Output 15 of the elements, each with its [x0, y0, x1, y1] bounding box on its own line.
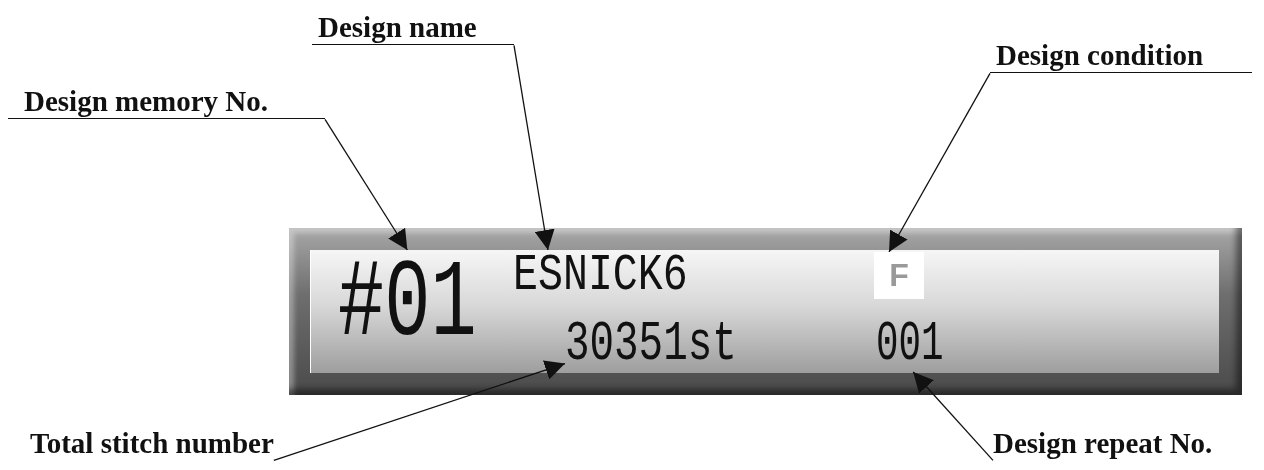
- display-readout: ESNICK6: [513, 250, 688, 302]
- callout-label: Design condition: [990, 40, 1252, 74]
- callout-label: Total stitch number: [30, 428, 274, 461]
- display-panel: [289, 228, 1242, 395]
- status-flag: F: [874, 252, 924, 299]
- callout-label: Design name: [312, 12, 514, 46]
- callout-label: Design memory No.: [8, 86, 325, 120]
- leader-line: [513, 44, 555, 251]
- callout-label: Design repeat No.: [993, 428, 1213, 461]
- display-readout: #01: [338, 250, 477, 360]
- leader-line: [912, 371, 994, 462]
- display-readout: 30351st: [565, 316, 737, 372]
- leader-line: [273, 360, 566, 462]
- leader-line: [324, 118, 408, 251]
- display-readout: 001: [876, 316, 944, 372]
